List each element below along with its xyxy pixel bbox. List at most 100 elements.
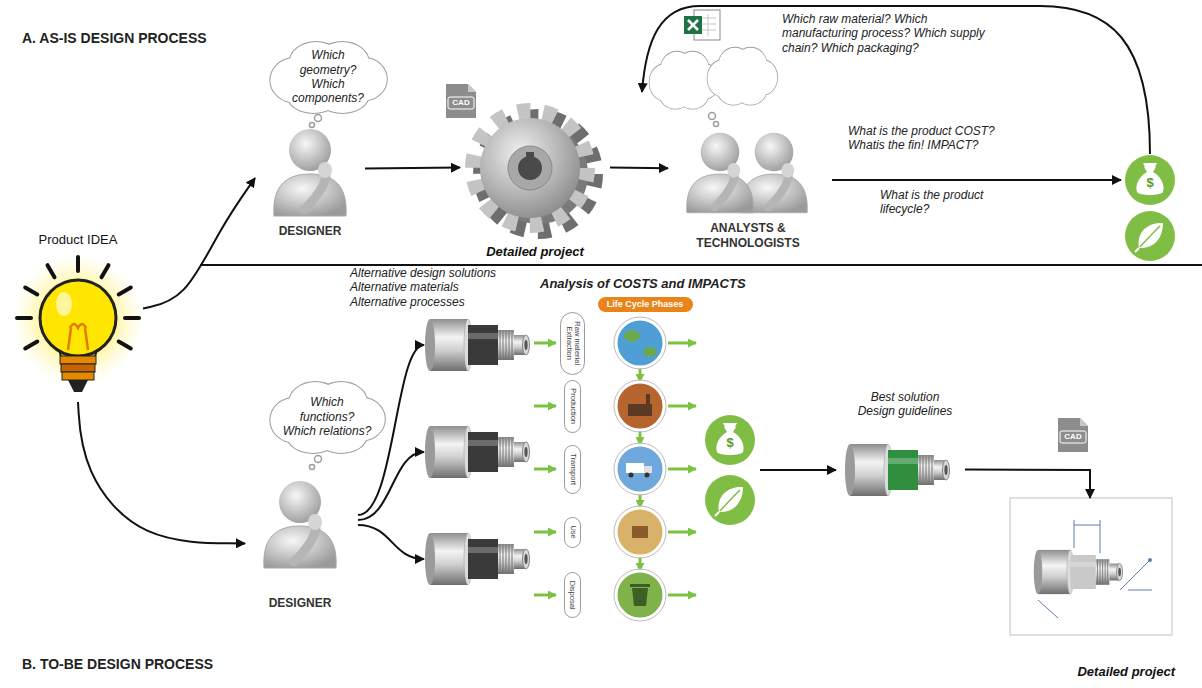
phase-oval: Raw material Extraction — [560, 312, 585, 375]
phase-picture — [645, 473, 650, 478]
designer-picture — [264, 481, 336, 568]
designer-figure: DESIGNER — [255, 118, 365, 238]
analysts-picture — [709, 113, 716, 120]
phase-arrow — [534, 531, 556, 534]
section-heading: A. AS-IS DESIGN PROCESS — [22, 30, 207, 47]
flow-arrow — [143, 178, 255, 309]
flow-arrow — [610, 167, 668, 170]
analysts-picture — [649, 48, 807, 213]
spreadsheet-icon — [684, 10, 720, 40]
technical-drawing — [1010, 498, 1172, 635]
phase-oval: Use — [564, 517, 581, 548]
gear-picture — [526, 152, 534, 158]
idea-bulb-picture — [12, 254, 144, 392]
idea-bulb-picture — [56, 292, 72, 316]
analysts-picture — [687, 133, 754, 213]
idea-bulb-picture — [62, 372, 94, 380]
phase-picture — [628, 404, 652, 416]
cad-icon-text: CAD — [452, 98, 469, 108]
alternative-part — [425, 319, 530, 371]
analysis-title: Analysis of COSTS and IMPACTS — [540, 276, 746, 292]
phase-arrow — [534, 468, 556, 471]
node-text: DESIGNER — [269, 596, 332, 610]
cloud-fill — [270, 42, 386, 113]
idea-bulb-picture — [25, 288, 37, 295]
question-note: What is the product COST? Whatis the fin… — [848, 124, 1028, 153]
idea-bulb-picture — [60, 356, 96, 364]
flow-arrow — [358, 6, 1150, 559]
phase-arrow — [534, 343, 696, 595]
cost-impact-icon — [705, 415, 755, 465]
technical-drawing — [1034, 550, 1123, 594]
phase-picture — [614, 380, 666, 432]
section-divider — [200, 264, 1202, 266]
cad-icon-text: CAD — [1064, 432, 1081, 442]
node-text: Which geometry? Which components? — [282, 48, 374, 106]
designer-figure: DESIGNER — [245, 462, 355, 610]
cad-icon — [446, 84, 476, 118]
node-text: Detailed project — [486, 244, 584, 260]
cost-impact-icon — [1125, 211, 1175, 261]
designer-picture — [264, 115, 346, 569]
idea-bulb-picture — [61, 364, 95, 372]
phase-picture — [646, 394, 650, 404]
spreadsheet-icon — [684, 16, 702, 34]
thought-cloud: Which functions? Which relations? — [268, 380, 386, 454]
cloud-outline — [270, 42, 386, 113]
idea-bulb-picture — [68, 380, 88, 392]
detailed-project-gear: Detailed project — [460, 95, 610, 260]
phase-arrow — [668, 531, 696, 534]
phase-picture — [614, 506, 666, 558]
alternative-part — [425, 319, 950, 585]
flow-arrow — [358, 452, 424, 520]
gear-picture — [474, 112, 586, 224]
section-heading: B. TO-BE DESIGN PROCESS — [22, 656, 213, 673]
phase-arrow — [668, 342, 696, 345]
idea-bulb-picture — [25, 342, 37, 349]
alternatives-note: Alternative design solutions Alternative… — [350, 266, 515, 309]
alternative-part — [425, 426, 530, 478]
node-text: Use — [568, 525, 576, 540]
node-text: Transport — [568, 453, 576, 486]
idea-bulb-picture — [40, 280, 116, 356]
flow-arrow — [642, 6, 1150, 154]
phase-picture — [629, 473, 634, 478]
cost-impact-icon — [1125, 155, 1175, 205]
gear-picture — [474, 112, 594, 230]
detailed-project-drawing: Detailed project — [1010, 498, 1175, 680]
phase-picture — [616, 382, 664, 430]
idea-bulb: Product IDEA — [13, 232, 143, 402]
idea-bulb-picture — [70, 324, 86, 328]
phase-arrow — [534, 342, 556, 345]
node-text: Life Cycle Phases — [607, 299, 684, 310]
gear-picture — [508, 146, 552, 190]
cloud-outline — [270, 382, 384, 453]
spreadsheet-icon — [688, 20, 698, 30]
idea-bulb-picture — [48, 265, 55, 277]
node-text: Production — [568, 388, 576, 425]
node-text: Detailed project — [1077, 664, 1175, 680]
analysts-picture — [714, 122, 719, 127]
flow-arrow — [760, 469, 836, 471]
node-text: DESIGNER — [279, 224, 342, 238]
idea-bulb-picture — [119, 342, 131, 349]
designer-picture — [310, 465, 315, 470]
designer-picture — [310, 123, 315, 128]
phase-arrow — [534, 405, 556, 408]
spreadsheet-icon — [700, 14, 716, 36]
flow-arrow — [965, 470, 1090, 498]
phase-picture — [643, 347, 657, 357]
phase-picture — [632, 588, 648, 606]
cost-impact-icon — [705, 475, 755, 525]
technical-drawing — [1038, 520, 1152, 618]
cad-icon — [1058, 418, 1088, 452]
designer-picture — [315, 456, 322, 463]
gear-picture — [518, 156, 542, 180]
phase-picture — [614, 569, 666, 621]
cad-icon — [446, 84, 1088, 452]
phase-picture — [614, 317, 666, 621]
designer-picture — [274, 129, 346, 216]
